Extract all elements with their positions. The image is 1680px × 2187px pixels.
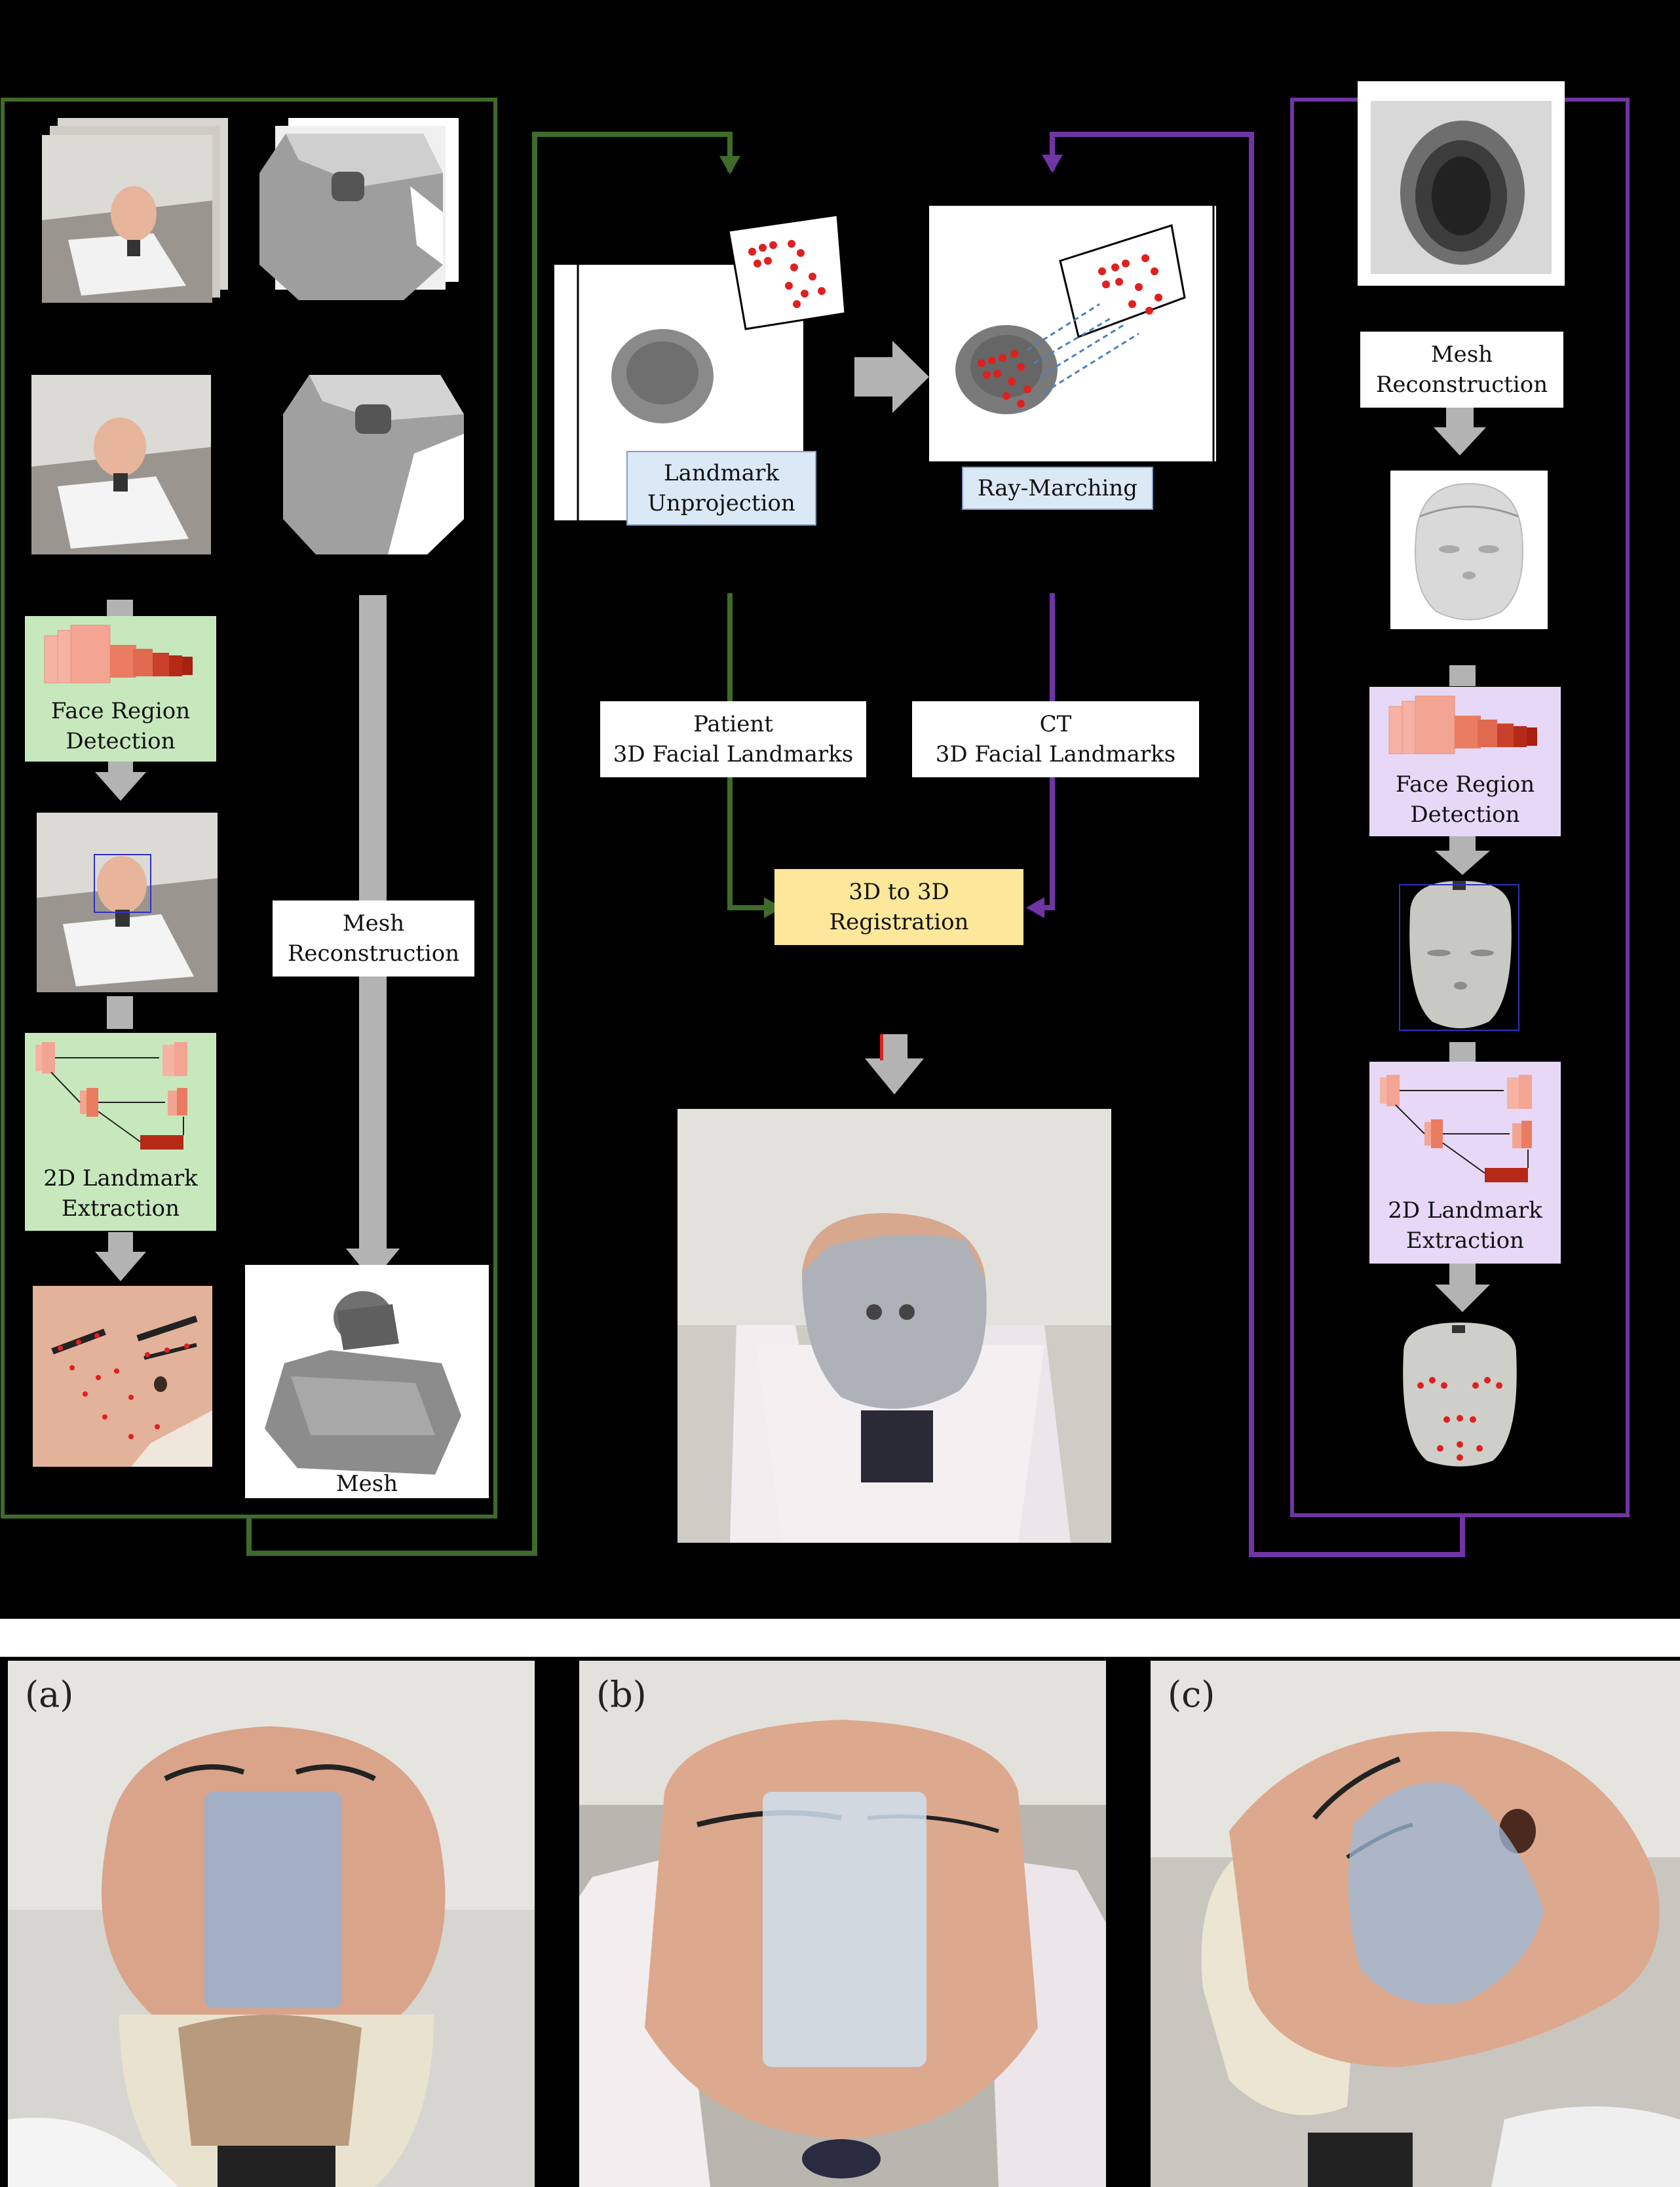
ct-face-detection-label: Face Region Detection: [1395, 771, 1535, 828]
patient-mesh-reconstruction-label: Mesh Reconstruction: [273, 900, 474, 977]
registration-label: 3D to 3D Registration: [774, 869, 1023, 945]
registration-down-arrow: [865, 1034, 924, 1094]
patient-landmark-extraction-box: 2D Landmark Extraction: [25, 1033, 216, 1231]
registration-arrow-mark: [880, 1034, 883, 1060]
depth-keyframe-image: [283, 375, 464, 554]
ct-mesh-reconstruction-label: Mesh Reconstruction: [1360, 332, 1563, 408]
hourglass-network-icon: [35, 1042, 187, 1150]
ar-overlay-panel-b: (b): [579, 1661, 1106, 2187]
patient-landmarks-image: [33, 1286, 212, 1467]
right-arrow-detection: [1435, 851, 1490, 875]
cnn-network-icon: [1388, 695, 1537, 754]
patient-face-detection-box: Face Region Detection: [25, 616, 216, 762]
cnn-network-icon: [44, 625, 193, 684]
patient-bbox-image: [37, 813, 218, 992]
patient-path-line: [246, 132, 733, 1556]
registration-result-image: [678, 1109, 1111, 1543]
ct-overlay-c: [1348, 1783, 1544, 2005]
rgb-frame-image: [42, 135, 212, 303]
panel-a-label: (a): [25, 1674, 74, 1715]
panel-b-label: (b): [596, 1674, 647, 1715]
right-arrow-landmarks: [1435, 1285, 1490, 1312]
ct-overlay-b: [763, 1792, 926, 2067]
ar-overlay-panel-a: (a): [8, 1661, 535, 2187]
face-bounding-box: [94, 854, 151, 913]
ct-landmark-extraction-label: 2D Landmark Extraction: [1388, 1197, 1542, 1254]
ct-path-line: [1050, 132, 1465, 1557]
ct-to-registration-arrowhead: [1026, 897, 1044, 918]
patient-landmark-extraction-label: 2D Landmark Extraction: [43, 1165, 198, 1222]
right-connector-1: [1449, 665, 1476, 686]
ct-face-detection-box: Face Region Detection: [1369, 687, 1561, 836]
raymarching-scene: [929, 206, 1216, 461]
right-arrow-mesh: [1434, 427, 1486, 455]
depth-frame-image: [259, 134, 443, 300]
hourglass-network-icon: [1380, 1075, 1532, 1182]
ar-overlay-panel-c: (c): [1151, 1661, 1680, 2187]
ct-bbox-image: [1397, 874, 1524, 1035]
unprojection-landmark-card: [726, 212, 847, 330]
patient-3d-landmarks-label: Patient 3D Facial Landmarks: [600, 701, 866, 777]
section-divider: [0, 1619, 1680, 1657]
ct-3d-landmarks-label: CT 3D Facial Landmarks: [912, 701, 1199, 777]
patient-face-detection-label: Face Region Detection: [50, 698, 191, 754]
ct-path-arrowhead: [1042, 155, 1063, 173]
patient-to-registration-arrowhead: [764, 897, 782, 918]
ct-landmarks-image: [1394, 1320, 1525, 1471]
ct-overlay-a: [204, 1792, 342, 2008]
patient-mesh-caption: Mesh: [335, 1471, 398, 1497]
ct-volume-image: [1358, 81, 1565, 286]
ct-to-registration-line: [1042, 593, 1055, 910]
ct-landmark-extraction-box: 2D Landmark Extraction: [1369, 1062, 1561, 1264]
ct-face-bounding-box: [1399, 884, 1519, 1031]
rgb-keyframe-image: [31, 375, 211, 554]
left-arrow-landmarks: [95, 1252, 146, 1281]
patient-mesh-image: Mesh: [245, 1265, 489, 1498]
patient-to-registration-line: [727, 593, 767, 910]
ray-marching-label: Ray-Marching: [962, 467, 1153, 510]
landmark-unprojection-label: Landmark Unprojection: [626, 451, 816, 526]
right-connector-2: [1449, 1042, 1476, 1063]
left-connector-2: [107, 996, 133, 1029]
left-arrow-detection: [95, 772, 146, 801]
panel-c-label: (c): [1168, 1674, 1215, 1715]
ct-mesh-image: [1390, 471, 1548, 629]
unprojection-to-raymarching-arrow: [854, 341, 929, 413]
patient-path-arrowhead: [719, 156, 740, 174]
